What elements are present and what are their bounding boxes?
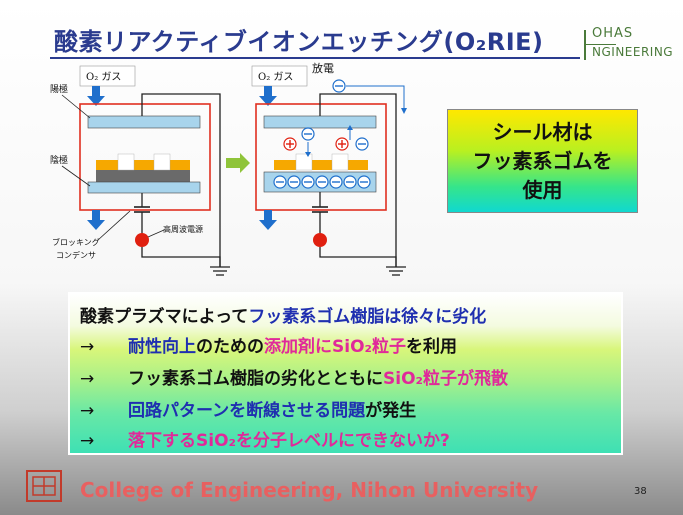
seal-line-3: 使用 [522,177,563,202]
title-underline [50,57,580,59]
discharge-label: 放電 [312,62,334,75]
left-ground-wire [141,247,221,267]
right-gas-label: O₂ ガス [258,71,293,83]
seal-line-1: シール材は [492,119,593,144]
logo-line1: OHAS [592,26,634,41]
right-ground-wire [319,247,397,267]
right-gas-inlet-head [259,96,277,106]
anode-label: 陽極 [50,83,68,95]
right-sample-layer [274,160,368,170]
right-apparatus: O₂ ガス 放電 [251,62,407,276]
seal-material-callout: シール材は フッ素系ゴムを 使用 [447,109,638,213]
left-exhaust-arrow [92,210,100,220]
left-gas-label: O₂ ガス [86,71,121,83]
left-mask-1 [117,153,135,171]
summary-line-1: 酸素プラズマによってフッ素系ゴム樹脂は徐々に劣化 [80,307,487,327]
left-cathode-plate [87,181,201,194]
right-mask-1 [295,153,313,171]
capacitor-label-1: ブロッキング [52,237,100,247]
left-exhaust-head [87,220,105,230]
left-gas-label-box [79,65,136,87]
cathode-pointer [61,165,91,187]
university-crest-icon [26,470,62,502]
right-exhaust-arrow [264,210,272,220]
left-anode-wire [141,93,221,267]
right-rf-source [313,233,327,247]
arrow-glyph: → [80,401,95,421]
left-apparatus: O₂ ガス 陽極 陰極 高周波電源 ブロッキング コンデンサ [50,65,230,276]
left-gas-inlet-head [87,96,105,106]
summary-line-4: →回路パターンを断線させる問題が発生 [80,401,417,421]
arrow-glyph: → [80,337,95,357]
capacitor-pointer [97,210,131,241]
right-exhaust-head [259,220,277,230]
lohas-engineering-logo: OHAS NGINEERING [580,26,675,66]
summary-line-3: →フッ素系ゴム樹脂の劣化とともにSiO₂粒子が飛散 [80,369,508,389]
logo-bar [584,30,586,60]
discharge-arrow [346,85,405,110]
left-sample-layer [96,160,190,170]
left-mask-2 [153,153,171,171]
right-gas-inlet-arrow [264,86,272,96]
anode-pointer [61,94,91,119]
cathode-electrons [273,175,371,189]
right-anode-plate [263,115,377,129]
left-anode-plate [87,115,201,129]
left-gas-inlet-arrow [92,86,100,96]
o2rie-diagram: O₂ ガス 陽極 陰極 高周波電源 ブロッキング コンデンサ [50,62,407,276]
capacitor-label-2: コンデンサ [56,250,96,260]
summary-line-2: →耐性向上のための添加剤にSiO₂粒子を利用 [80,337,457,357]
logo-rule [586,44,616,45]
seal-line-2: フッ素系ゴムを [472,148,613,173]
process-arrow [226,153,250,173]
arrow-glyph: → [80,369,95,389]
left-chamber [79,103,211,211]
problem-summary-box: 酸素プラズマによってフッ素系ゴム樹脂は徐々に劣化 →耐性向上のための添加剤にSi… [68,292,623,455]
right-mask-2 [331,153,349,171]
logo-line2: NGINEERING [592,45,674,59]
rf-source-label: 高周波電源 [163,224,203,234]
arrow-glyph: → [80,431,95,451]
right-chamber [255,103,387,211]
summary-line-5: →落下するSiO₂を分子レベルにできないか? [80,431,450,451]
left-substrate [96,170,190,182]
page-title: 酸素リアクティブイオンエッチング(O₂RIE) [54,28,544,56]
rf-pointer [147,229,165,238]
right-anode-wire [319,93,397,267]
cathode-label: 陰極 [50,154,68,166]
right-gas-label-box [251,65,308,87]
left-rf-source [135,233,149,247]
footer-institution: College of Engineering, Nihon University [80,478,539,502]
page-number: 38 [634,486,647,497]
